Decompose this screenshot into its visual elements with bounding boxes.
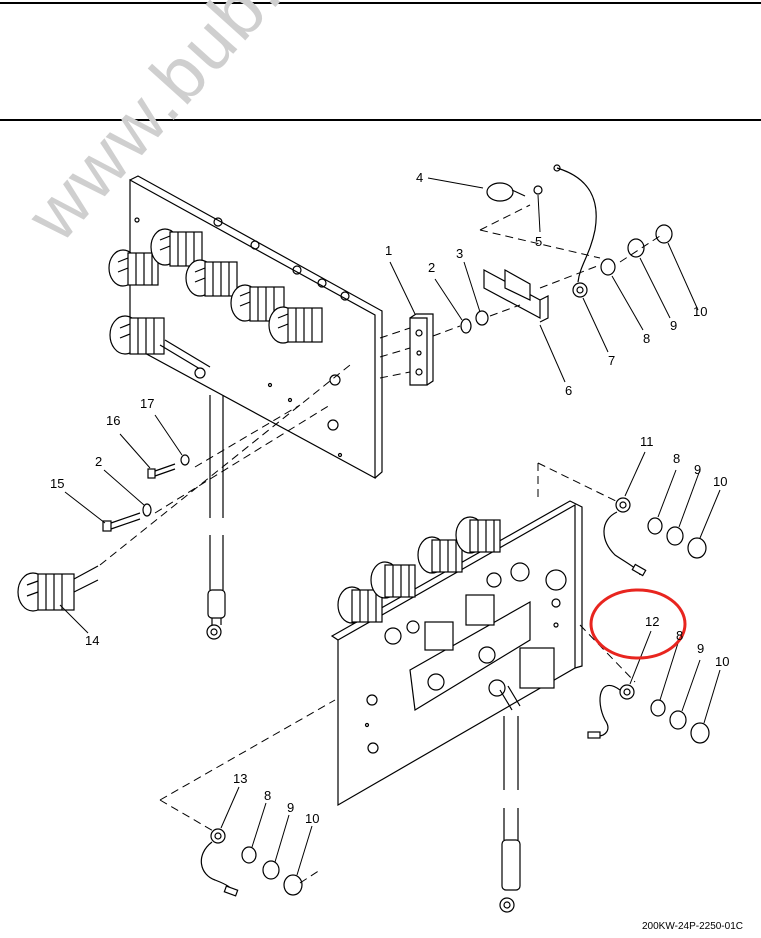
- callout-11: 11: [640, 434, 654, 449]
- lower-cable: [488, 679, 521, 913]
- lockwasher-upper: [600, 258, 616, 276]
- lockwasher-12: [650, 699, 666, 717]
- top-rule: [0, 2, 761, 4]
- lockwasher-part-17: [180, 454, 190, 466]
- callout-13: 13: [233, 771, 247, 786]
- washer-part-2: [460, 318, 472, 334]
- flatwasher-upper: [627, 238, 645, 258]
- nut-11: [687, 537, 707, 559]
- callout-labels: 4 5 1 2 3 6 7 8 9 10 17 16 2 15 14 11 8 …: [50, 170, 729, 826]
- highlight-circle: [589, 588, 687, 660]
- lower-terminal-bolts: [337, 516, 501, 645]
- lead-wire-part-12: [587, 684, 635, 739]
- callout-17: 17: [140, 396, 154, 411]
- callout-8: 8: [643, 331, 650, 346]
- nut-upper: [655, 224, 673, 244]
- header-rule: [0, 119, 761, 121]
- callout-5: 5: [535, 234, 542, 249]
- callout-2b: 2: [95, 454, 102, 469]
- callout-8b: 8: [673, 451, 680, 466]
- angle-bracket-part-6: [483, 268, 549, 323]
- callout-10: 10: [693, 304, 707, 319]
- nut-13: [283, 874, 303, 896]
- lockwasher-11: [647, 517, 663, 535]
- sensor-part-4: [486, 182, 543, 202]
- upper-mounting-plate: [129, 175, 383, 480]
- drawing-code: 200KW-24P-2250-01C: [642, 921, 743, 932]
- lower-relay-board: [409, 562, 567, 711]
- flatwasher-11: [666, 526, 684, 546]
- screw-part-16: [147, 463, 176, 479]
- nut-part-3: [475, 310, 489, 326]
- callout-16: 16: [106, 413, 120, 428]
- flatwasher-12: [669, 710, 687, 730]
- leader-lines: [59, 177, 721, 876]
- callout-10b: 10: [713, 474, 727, 489]
- callout-14: 14: [85, 633, 99, 648]
- callout-9b: 9: [694, 462, 701, 477]
- lead-wire-part-11: [603, 497, 647, 577]
- washer-part-2-lower: [142, 503, 152, 517]
- callout-12: 12: [645, 614, 659, 629]
- callout-9d: 9: [287, 800, 294, 815]
- lead-wire-part-7: [553, 164, 597, 298]
- callout-1: 1: [385, 243, 392, 258]
- callout-9: 9: [670, 318, 677, 333]
- screw-part-15: [102, 512, 141, 532]
- nut-12: [690, 722, 710, 744]
- callout-8d: 8: [264, 788, 271, 803]
- lead-wire-part-13: [200, 828, 239, 897]
- lockwasher-13: [241, 846, 257, 864]
- terminal-bolt-part-14: [17, 565, 99, 612]
- callout-8c: 8: [676, 628, 683, 643]
- upper-cable: [159, 339, 226, 640]
- callout-4: 4: [416, 170, 423, 185]
- callout-2: 2: [428, 260, 435, 275]
- callout-6: 6: [565, 383, 572, 398]
- callout-3: 3: [456, 246, 463, 261]
- upper-terminal-bolts: [108, 217, 350, 355]
- flatwasher-13: [262, 860, 280, 880]
- callout-15: 15: [50, 476, 64, 491]
- callout-10d: 10: [305, 811, 319, 826]
- bracket-part-1: [409, 313, 434, 386]
- callout-7: 7: [608, 353, 615, 368]
- callout-10c: 10: [715, 654, 729, 669]
- callout-9c: 9: [697, 641, 704, 656]
